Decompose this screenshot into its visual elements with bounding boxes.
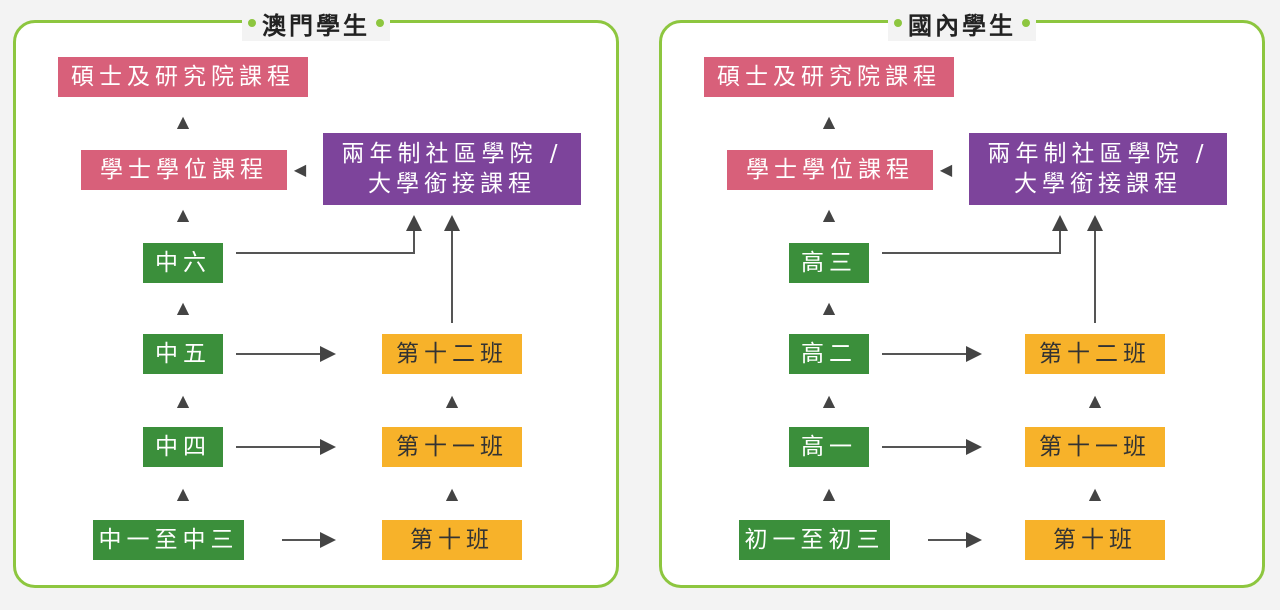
up-arrow-icon: ▲ — [822, 298, 836, 317]
up-arrow-icon: ▲ — [822, 391, 836, 410]
mainland-s6-box: 高三 — [789, 243, 869, 283]
up-arrow-icon: ▲ — [445, 391, 459, 410]
mainland-title: 國內學生 — [908, 11, 1016, 40]
up-arrow-icon: ▲ — [445, 484, 459, 503]
macau-bridge-box: 兩年制社區學院 / 大學銜接課程 — [323, 133, 581, 205]
mainland-connector-arrows — [882, 215, 1103, 548]
up-arrow-icon: ▲ — [176, 112, 190, 131]
mainland-masters-box: 碩士及研究院課程 — [704, 57, 954, 97]
mainland-s5-box: 高二 — [789, 334, 869, 374]
mainland-title-wrap: 國內學生 — [888, 5, 1036, 41]
mainland-bachelor-box: 學士學位課程 — [727, 150, 933, 190]
macau-masters-box: 碩士及研究院課程 — [58, 57, 308, 97]
mainland-grade12-box: 第十二班 — [1025, 334, 1165, 374]
macau-grade11-box: 第十一班 — [382, 427, 522, 467]
mainland-s4-box: 高一 — [789, 427, 869, 467]
macau-s6-box: 中六 — [143, 243, 223, 283]
up-arrow-icon: ▲ — [1088, 391, 1102, 410]
up-arrow-icon: ▲ — [176, 298, 190, 317]
mainland-grade11-box: 第十一班 — [1025, 427, 1165, 467]
title-dot-right — [376, 19, 384, 27]
macau-panel: 澳門學生 碩士及研究院課程 ▲ 學士學位課程 ◀ 兩年制社區學院 / 大學銜接課… — [13, 5, 619, 588]
macau-grade12-box: 第十二班 — [382, 334, 522, 374]
macau-s5-box: 中五 — [143, 334, 223, 374]
macau-junior-box: 中一至中三 — [93, 520, 244, 560]
macau-grade10-box: 第十班 — [382, 520, 522, 560]
up-arrow-icon: ▲ — [1088, 484, 1102, 503]
title-dot-right — [1022, 19, 1030, 27]
macau-bridge-line2: 大學銜接課程 — [368, 171, 536, 197]
macau-bachelor-box: 學士學位課程 — [81, 150, 287, 190]
macau-title-wrap: 澳門學生 — [242, 5, 390, 41]
s6-to-bridge-arrow — [236, 215, 422, 254]
mainland-bridge-box: 兩年制社區學院 / 大學銜接課程 — [969, 133, 1227, 205]
mainland-panel: 國內學生 碩士及研究院課程 ▲ 學士學位課程 ◀ 兩年制社區學院 / 大學銜接課… — [659, 5, 1265, 588]
macau-bridge-line1: 兩年制社區學院 / — [341, 141, 563, 167]
macau-connector-arrows — [236, 215, 460, 548]
macau-s4-box: 中四 — [143, 427, 223, 467]
up-arrow-icon: ▲ — [176, 484, 190, 503]
title-dot-left — [248, 19, 256, 27]
up-arrow-icon: ▲ — [822, 205, 836, 224]
left-arrow-icon: ◀ — [939, 160, 953, 179]
mainland-bridge-line2: 大學銜接課程 — [1014, 171, 1182, 197]
macau-title: 澳門學生 — [262, 11, 370, 40]
up-arrow-icon: ▲ — [822, 112, 836, 131]
up-arrow-icon: ▲ — [176, 205, 190, 224]
title-dot-left — [894, 19, 902, 27]
mainland-junior-box: 初一至初三 — [739, 520, 890, 560]
mainland-bridge-line1: 兩年制社區學院 / — [987, 141, 1209, 167]
up-arrow-icon: ▲ — [176, 391, 190, 410]
s6-to-bridge-arrow — [882, 215, 1068, 254]
up-arrow-icon: ▲ — [822, 484, 836, 503]
left-arrow-icon: ◀ — [293, 160, 307, 179]
mainland-grade10-box: 第十班 — [1025, 520, 1165, 560]
